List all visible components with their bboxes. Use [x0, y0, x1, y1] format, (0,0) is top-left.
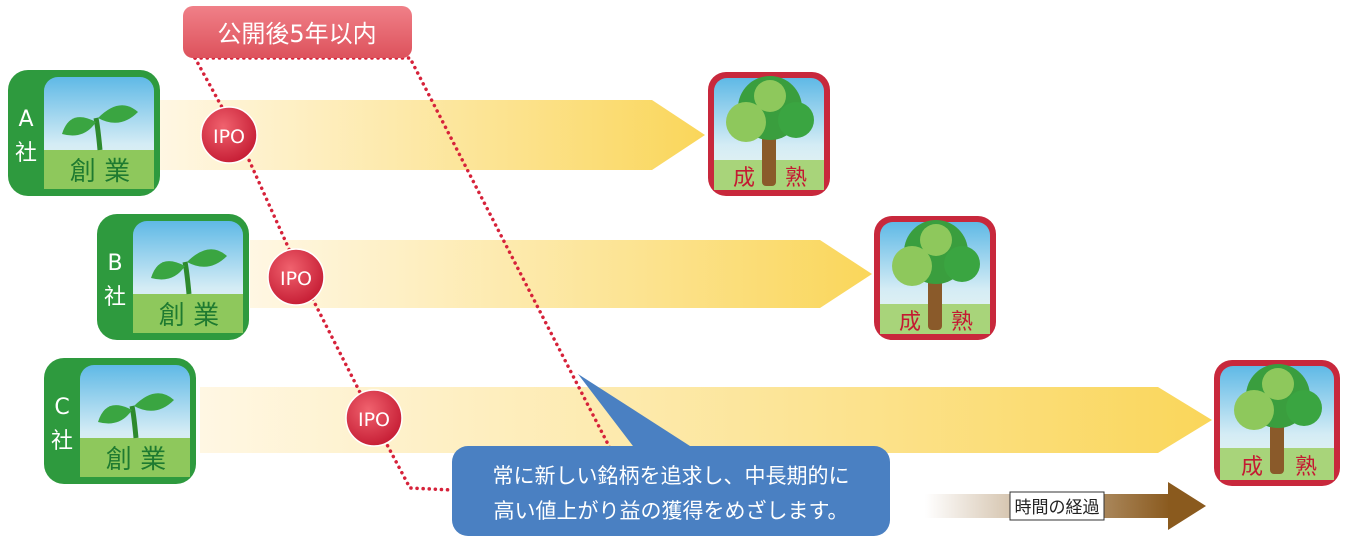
mature-label-2: 熟 — [951, 310, 973, 335]
growth-arrow-a — [160, 100, 705, 170]
company-name-line1: B — [107, 251, 122, 276]
ipo-badge-b: IPO — [267, 248, 325, 306]
tree-icon — [1234, 364, 1322, 474]
company-b-start: B 社 創 業 — [97, 214, 249, 340]
mature-label-2: 熟 — [1295, 455, 1317, 480]
header-label: 公開後5年以内 — [217, 20, 376, 48]
ipo-label: IPO — [213, 126, 245, 148]
mature-label-2: 熟 — [785, 166, 807, 191]
mature-label-1: 成 — [1241, 455, 1263, 480]
callout-line2: 高い値上がり益の獲得をめざします。 — [494, 499, 849, 523]
company-name-line1: A — [18, 107, 33, 132]
company-name-line2: 社 — [104, 285, 126, 310]
growth-arrow-b — [250, 240, 872, 308]
sprout-icon — [98, 393, 174, 439]
company-a-start: A 社 創 業 — [8, 70, 160, 196]
mature-label-1: 成 — [733, 166, 755, 191]
company-c-mature: 成 熟 — [1214, 360, 1340, 486]
tree-icon — [726, 76, 814, 186]
start-label: 創 業 — [70, 157, 130, 187]
company-name-line1: C — [54, 395, 69, 420]
mature-label-1: 成 — [899, 310, 921, 335]
company-b-mature: 成 熟 — [874, 216, 996, 340]
five-year-header: 公開後5年以内 — [183, 6, 412, 58]
sprout-icon — [151, 249, 227, 295]
growth-arrow-c — [200, 387, 1212, 453]
start-label: 創 業 — [106, 445, 166, 475]
callout-bubble: 常に新しい銘柄を追求し、中長期的に 高い値上がり益の獲得をめざします。 — [452, 374, 890, 536]
company-name-line2: 社 — [15, 141, 37, 166]
time-label: 時間の経過 — [1015, 498, 1100, 518]
company-c-start: C 社 創 業 — [44, 358, 196, 484]
company-name-line2: 社 — [51, 429, 73, 454]
start-label: 創 業 — [159, 301, 219, 331]
time-arrow: 時間の経過 — [925, 482, 1206, 530]
ipo-badge-a: IPO — [200, 106, 258, 164]
tree-icon — [892, 220, 980, 330]
sprout-icon — [62, 105, 138, 151]
ipo-badge-c: IPO — [345, 389, 403, 447]
company-a-mature: 成 熟 — [708, 72, 830, 196]
ipo-label: IPO — [358, 409, 390, 431]
callout-line1: 常に新しい銘柄を追求し、中長期的に — [493, 464, 850, 488]
ipo-label: IPO — [280, 268, 312, 290]
